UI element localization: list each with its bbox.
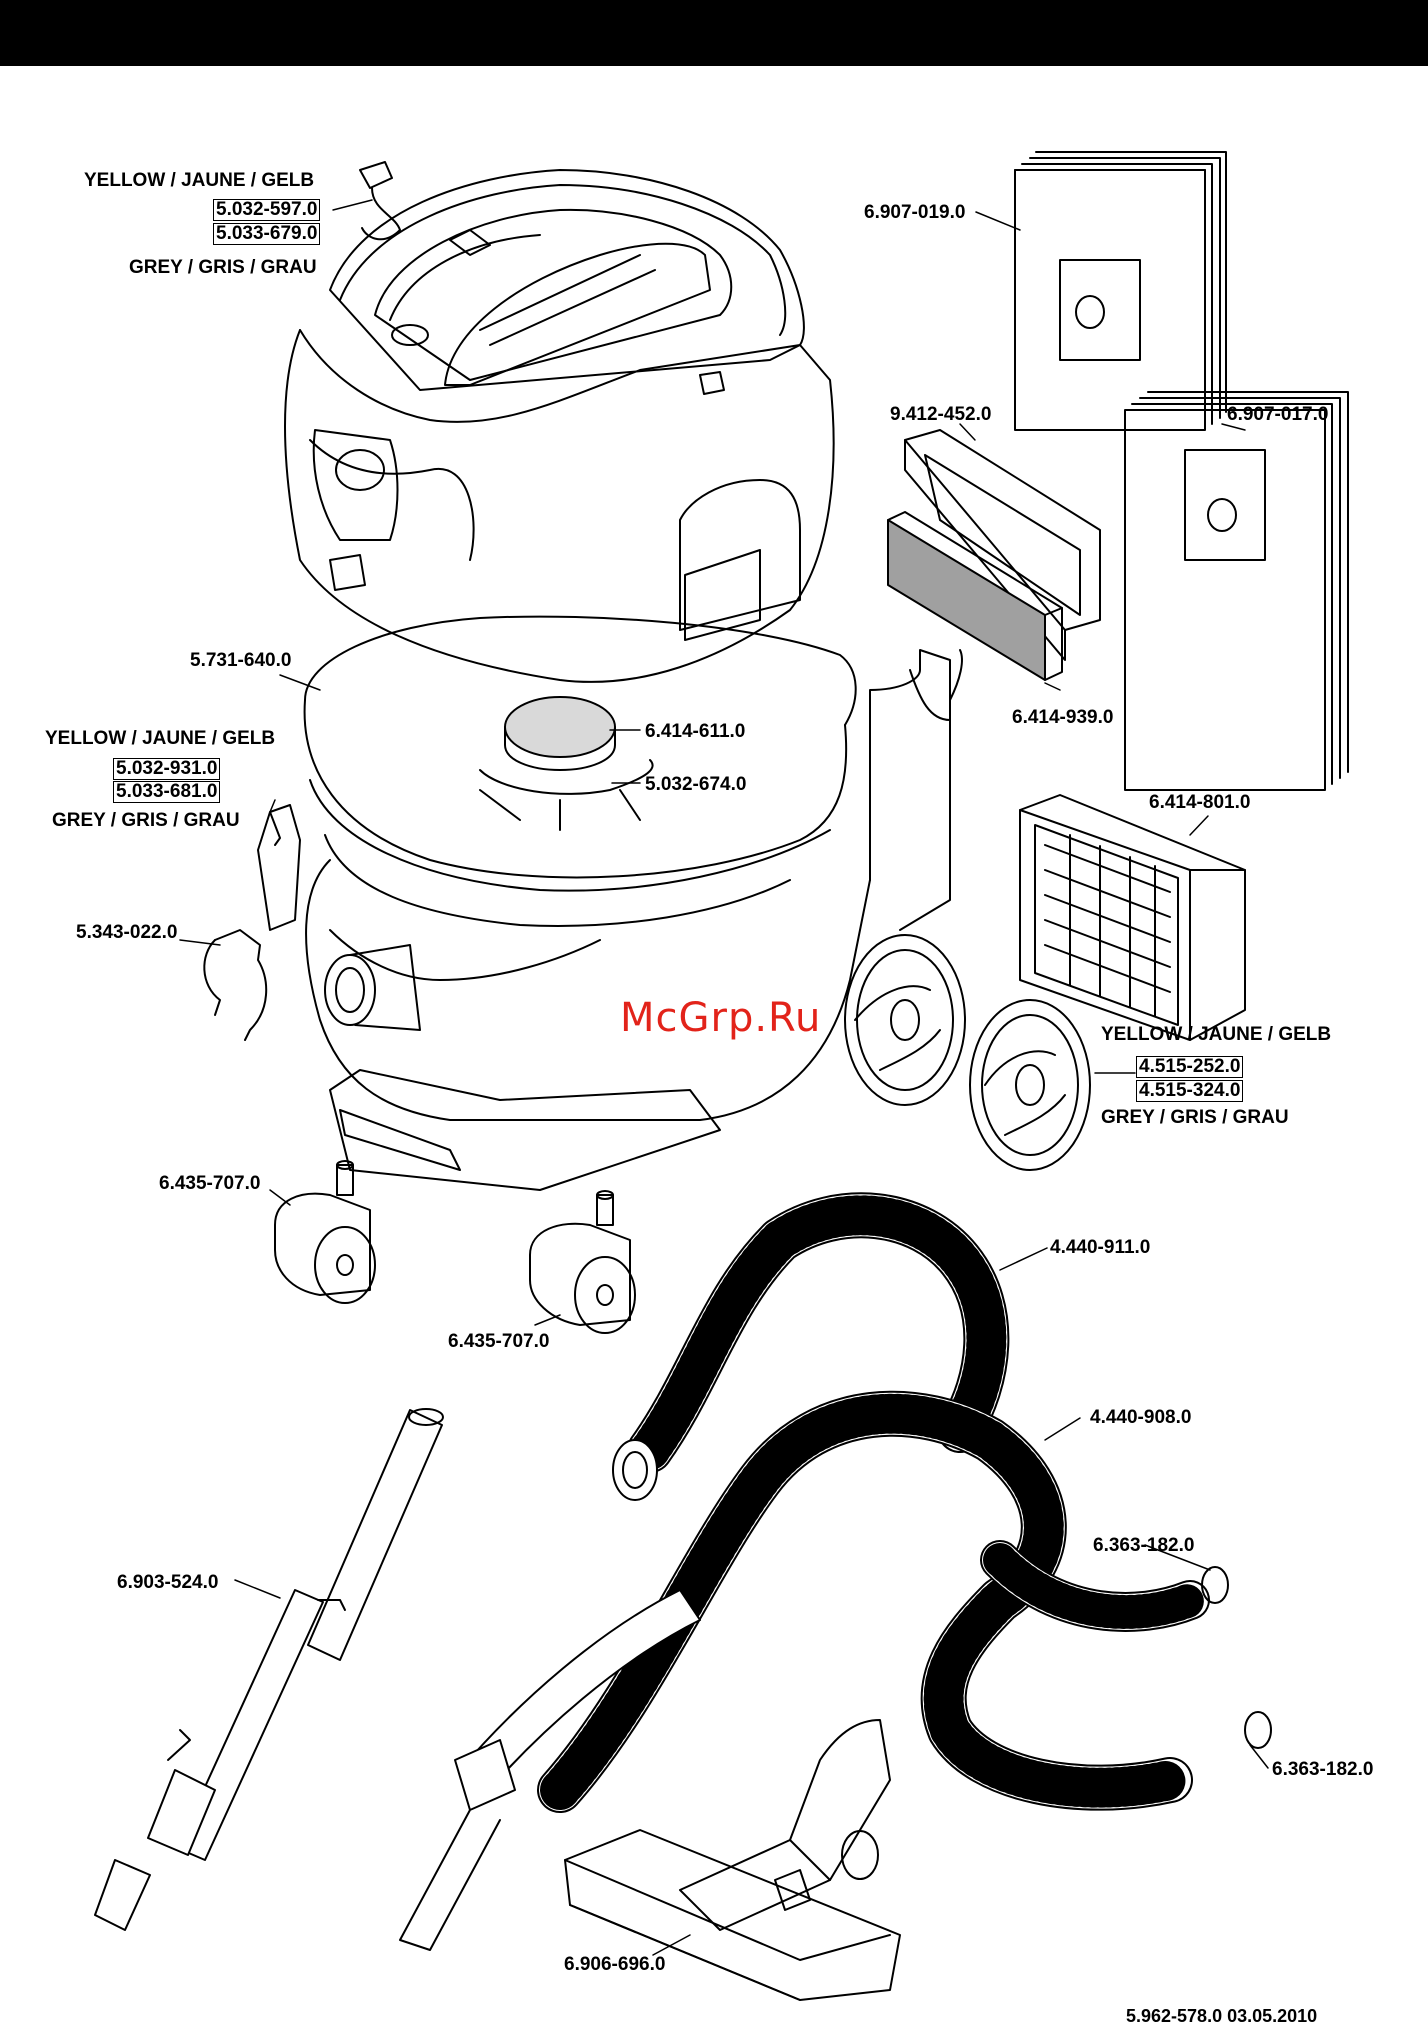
watermark: McGrp.Ru [620, 995, 822, 1041]
floor-nozzle-label: 6.906-696.0 [564, 1954, 666, 1975]
flat-filter [887, 511, 1063, 681]
suction-tube-label: 6.903-524.0 [117, 1572, 219, 1593]
flat-filter-label: 6.414-939.0 [1012, 707, 1114, 728]
latch-part-yellow-label: 5.032-597.0 [213, 199, 321, 221]
clip-color-yellow-label: YELLOW / JAUNE / GELB [45, 728, 276, 749]
hose-inlet [324, 944, 421, 1031]
hose-1-label: 4.440-911.0 [1050, 1237, 1151, 1258]
document-footer: 5.962-578.0 03.05.2010 [1126, 2006, 1318, 2026]
clip-part-yellow-label: 5.032-931.0 [113, 758, 221, 780]
rear-wheel-mounted [844, 934, 966, 1106]
hose-2 [537, 1390, 1210, 1813]
hose-clip-part [203, 929, 268, 1041]
cartridge-filter-label: 6.414-801.0 [1149, 792, 1251, 813]
header-bar [0, 0, 1428, 66]
filter-frame-label: 9.412-452.0 [890, 404, 992, 425]
float-cage [479, 759, 654, 795]
seal-2-label: 6.363-182.0 [1272, 1759, 1374, 1780]
caster-1-label: 6.435-707.0 [159, 1173, 261, 1194]
float-disc [504, 696, 616, 758]
container-tank [303, 615, 963, 1191]
container-label: 5.731-640.0 [190, 650, 292, 671]
wheel-part-yellow-label: 4.515-252.0 [1136, 1056, 1244, 1078]
paper-bag-2 [1124, 391, 1349, 791]
hose-handle [399, 1589, 701, 1951]
caster-2 [529, 1190, 636, 1334]
filter-frame [904, 429, 1101, 661]
paper-bag-1 [1014, 151, 1227, 431]
suction-tube [94, 1408, 444, 1931]
bag-1-label: 6.907-019.0 [864, 202, 966, 223]
vacuum-head [284, 169, 835, 683]
seal-ring-1 [1201, 1566, 1229, 1604]
wheel-part-grey-label: 4.515-324.0 [1136, 1080, 1244, 1102]
float-cage-label: 5.032-674.0 [645, 774, 747, 795]
lid-latch [359, 161, 401, 241]
bag-2-label: 6.907-017.0 [1227, 404, 1329, 425]
float-disc-side [504, 726, 616, 771]
clip-part-grey-label: 5.033-681.0 [113, 781, 221, 803]
caster-1 [274, 1160, 376, 1304]
hose-clip-label: 5.343-022.0 [76, 922, 178, 943]
latch-part-grey-label: 5.033-679.0 [213, 223, 321, 245]
float-label: 6.414-611.0 [645, 721, 746, 742]
wheel-part [969, 999, 1091, 1171]
leader-lines [179, 199, 1269, 1956]
wheel-color-yellow-label: YELLOW / JAUNE / GELB [1101, 1024, 1332, 1045]
hose-1 [612, 1192, 1010, 1501]
floor-nozzle [564, 1719, 901, 2001]
latch-color-yellow-label: YELLOW / JAUNE / GELB [84, 170, 315, 191]
caster-2-label: 6.435-707.0 [448, 1331, 550, 1352]
float-cage-ribs [479, 789, 641, 831]
wheel-color-grey-label: GREY / GRIS / GRAU [1101, 1107, 1289, 1128]
seal-1-label: 6.363-182.0 [1093, 1535, 1195, 1556]
hose-2-label: 4.440-908.0 [1090, 1407, 1192, 1428]
seal-ring-2 [1244, 1711, 1272, 1749]
cartridge-filter [1019, 794, 1246, 1041]
side-clip [257, 804, 301, 931]
clip-color-grey-label: GREY / GRIS / GRAU [52, 810, 240, 831]
latch-color-grey-label: GREY / GRIS / GRAU [129, 257, 317, 278]
